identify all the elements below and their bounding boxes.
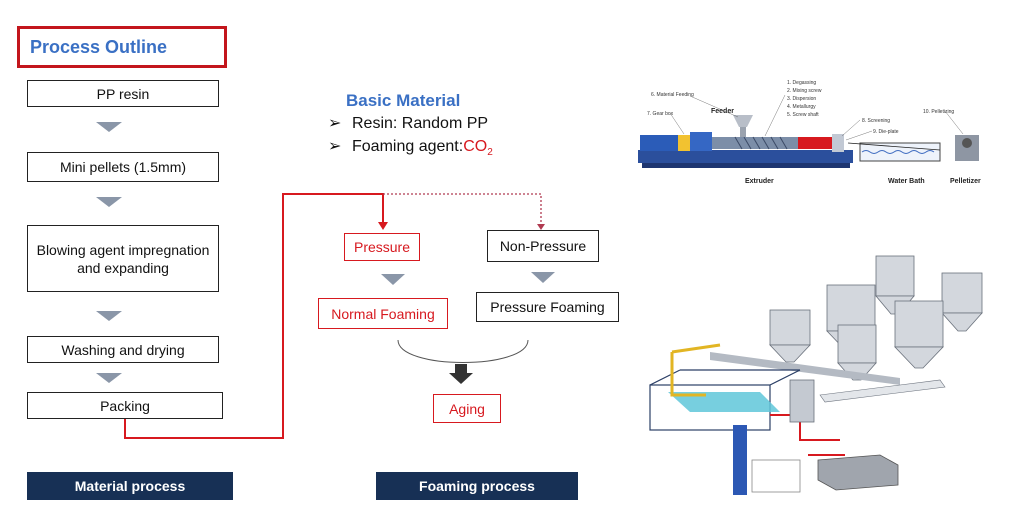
bullet-foaming-agent: ➢ Foaming agent:CO2 [328, 136, 493, 158]
red-connector-line [124, 193, 384, 439]
normal-foaming-box: Normal Foaming [318, 298, 448, 329]
bullet-arrow-icon: ➢ [328, 138, 342, 155]
feeder-hopper [733, 115, 753, 127]
foaming-agent-text: Foaming agent: [352, 138, 464, 155]
foam-arrow-right [531, 272, 555, 283]
label-mixing-screw: 2. Mixing screw [787, 88, 822, 94]
tank-4 [894, 300, 944, 348]
label-screw-shaft: 5. Screw shaft [787, 112, 819, 118]
label-pelletizing: 10. Pelletizing [923, 109, 954, 115]
bullet-arrow-icon: ➢ [328, 115, 342, 132]
down-arrow-head [449, 373, 473, 384]
step-blowing-agent: Blowing agent impregnation and expanding [27, 225, 219, 292]
label-die-plate: 9. Die-plate [873, 129, 899, 135]
foaming-process-label: Foaming process [376, 472, 578, 500]
label-dispersion: 3. Dispersion [787, 96, 816, 102]
dotted-arrowhead [537, 224, 545, 230]
co2-formula: CO [463, 138, 488, 155]
flow-arrow-3 [96, 311, 122, 321]
title-box: Process Outline [17, 26, 227, 68]
tank-3 [826, 284, 876, 332]
heated-zone [798, 137, 832, 149]
basic-material-title: Basic Material [346, 91, 461, 110]
non-pressure-box: Non-Pressure [487, 230, 599, 262]
cage [751, 459, 801, 493]
flow-arrow-2 [96, 197, 122, 207]
yellow-rail [670, 352, 706, 397]
tank-1 [875, 255, 915, 297]
dotted-connector-line [383, 193, 542, 226]
conveyor [819, 379, 946, 403]
pressure-foaming-box: Pressure Foaming [476, 292, 619, 322]
duct [710, 352, 900, 385]
blue-column [733, 425, 747, 495]
label-material-feeding: 6. Material Feeding [651, 92, 694, 98]
material-process-label: Material process [27, 472, 233, 500]
label-gear-box: 7. Gear box [647, 111, 674, 117]
platform [668, 392, 780, 412]
flow-arrow-4 [96, 373, 122, 383]
tank-2 [941, 272, 983, 314]
motor [640, 135, 678, 151]
label-degassing: 1. Degassing [787, 80, 816, 86]
water-bath [859, 142, 941, 162]
label-water-bath: Water Bath [888, 178, 925, 185]
red-arrowhead [378, 222, 388, 230]
foam-arrow-left [381, 274, 405, 285]
page-title: Process Outline [30, 37, 168, 57]
red-pipe [770, 414, 840, 441]
step-pp-resin: PP resin [27, 80, 219, 107]
merge-curve [397, 339, 529, 363]
die-plate [832, 134, 844, 152]
tank-5 [769, 309, 811, 346]
pressure-box: Pressure [344, 233, 420, 261]
label-pelletizer: Pelletizer [950, 178, 981, 185]
aging-box: Aging [433, 394, 501, 423]
label-extruder: Extruder [745, 178, 774, 185]
bullet-resin: ➢ Resin: Random PP [328, 113, 488, 133]
step-packing: Packing [27, 392, 223, 419]
label-metallurgy: 4. Metallurgy [787, 104, 816, 110]
label-feeder: Feeder [711, 108, 734, 115]
step-washing-drying: Washing and drying [27, 336, 219, 363]
step-mini-pellets: Mini pellets (1.5mm) [27, 152, 219, 182]
vessel [789, 379, 815, 423]
container [817, 454, 899, 491]
down-arrow-stem [455, 364, 467, 373]
co2-subscript: 2 [487, 147, 493, 159]
tank-6 [837, 324, 877, 364]
extruder-base [638, 150, 853, 163]
gear-box [678, 135, 690, 151]
resin-text: Resin: Random PP [352, 115, 489, 132]
label-screening: 8. Screening [862, 118, 890, 124]
flow-arrow-1 [96, 122, 122, 132]
